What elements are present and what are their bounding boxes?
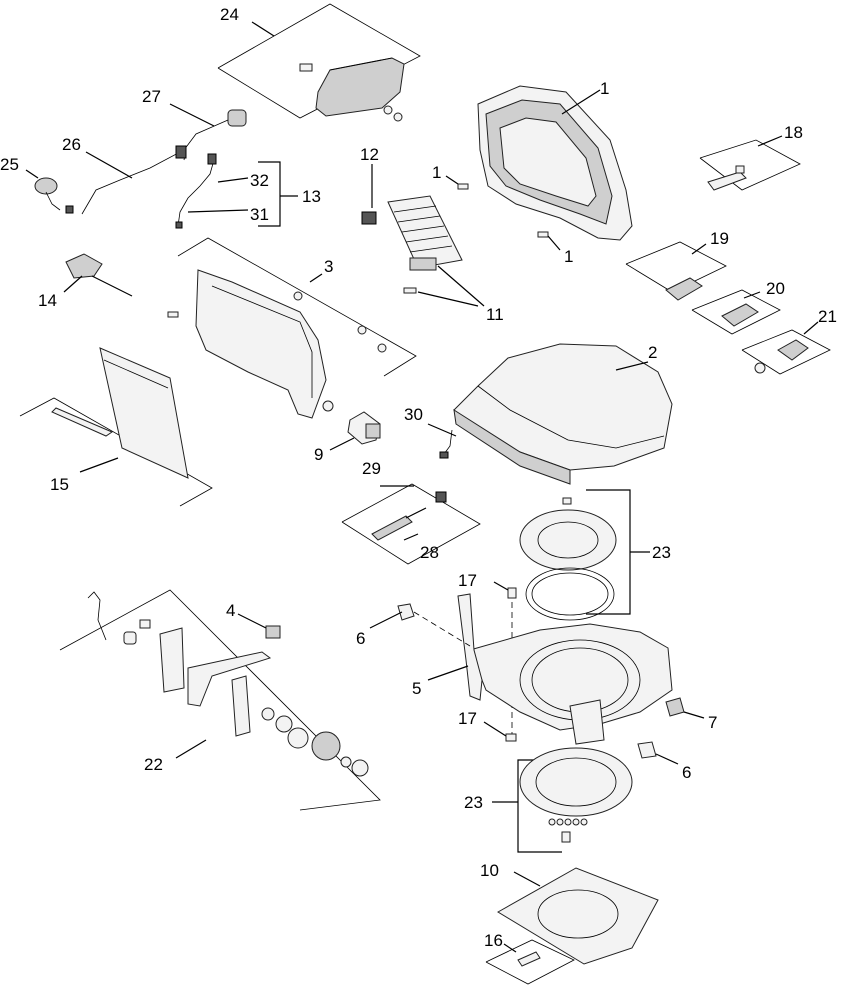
callout-labels: 24 27 26 25 32 31 13 12 1 1 1 18 19 20 2… — [0, 5, 837, 950]
callout-6-right: 6 — [682, 763, 691, 782]
callout-23-lower: 23 — [464, 793, 483, 812]
part-23-ring-kit-upper — [519, 489, 650, 621]
callout-5: 5 — [412, 679, 421, 698]
callout-26: 26 — [62, 135, 81, 154]
callout-1-bottom: 1 — [564, 247, 573, 266]
part-1-backrest — [445, 85, 633, 251]
callout-10: 10 — [480, 861, 499, 880]
callout-31: 31 — [250, 205, 269, 224]
callout-23-upper: 23 — [652, 543, 671, 562]
part-14-handle — [63, 253, 133, 297]
callout-11: 11 — [486, 305, 504, 324]
callout-7: 7 — [708, 713, 717, 732]
callout-27: 27 — [142, 87, 161, 106]
callout-22: 22 — [144, 755, 163, 774]
callout-25: 25 — [0, 155, 19, 174]
callout-30: 30 — [404, 405, 423, 424]
part-12-11-lumbar — [361, 164, 485, 307]
part-23-ring-kit-lower — [492, 747, 633, 853]
callout-21: 21 — [818, 307, 837, 326]
part-10-16-base-plate — [485, 867, 659, 985]
callout-13: 13 — [302, 187, 321, 206]
callout-1-right: 1 — [600, 79, 609, 98]
part-2-seat-cushion — [427, 343, 673, 485]
callout-12: 12 — [360, 145, 379, 164]
callout-32: 32 — [250, 171, 269, 190]
callout-18: 18 — [784, 123, 803, 142]
callout-17-top: 17 — [458, 571, 477, 590]
callout-24: 24 — [220, 5, 239, 24]
part-22-linkage-kit — [59, 589, 381, 811]
part-13-harness — [175, 153, 298, 229]
callout-29: 29 — [362, 459, 381, 478]
part-18-21-switches — [625, 135, 831, 375]
part-9-motor — [329, 411, 381, 451]
callout-20: 20 — [766, 279, 785, 298]
callout-4: 4 — [226, 601, 235, 620]
callout-19: 19 — [710, 229, 729, 248]
part-24-armrest — [217, 3, 421, 122]
callout-15: 15 — [50, 475, 69, 494]
callout-9: 9 — [314, 445, 323, 464]
part-5-base-frame — [369, 581, 705, 765]
callout-14: 14 — [38, 291, 57, 310]
part-15-back-panel — [19, 347, 213, 507]
callout-6-left: 6 — [356, 629, 365, 648]
callout-28: 28 — [420, 543, 439, 562]
part-3-back-frame — [167, 237, 417, 419]
part-27-26-25-wiring — [25, 103, 247, 215]
callout-17-bottom: 17 — [458, 709, 477, 728]
callout-16: 16 — [484, 931, 503, 950]
callout-3: 3 — [324, 257, 333, 276]
callout-2: 2 — [648, 343, 657, 362]
part-29-28-gas-spring — [341, 483, 481, 565]
callout-1-top: 1 — [432, 163, 441, 182]
